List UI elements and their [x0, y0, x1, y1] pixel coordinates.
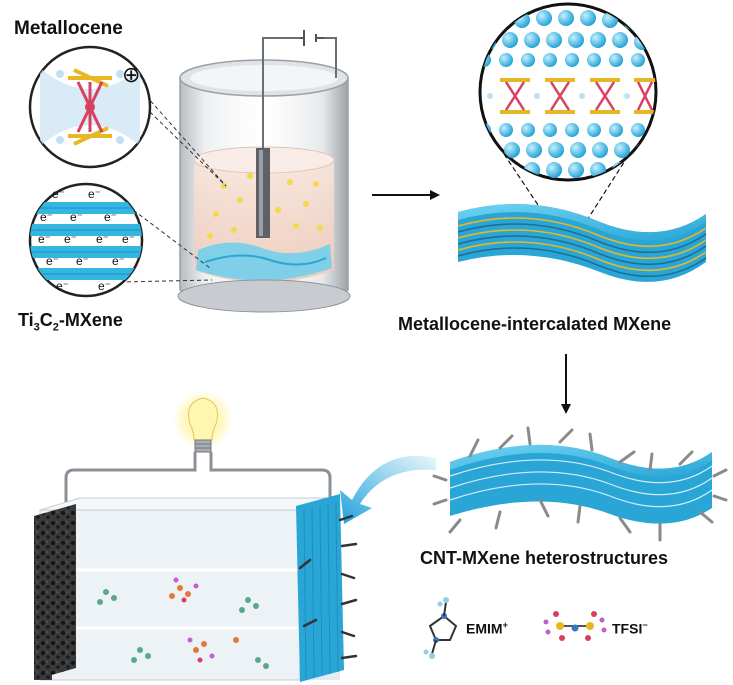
- metallocene-zoom: ⊕: [28, 45, 152, 169]
- tfsi-molecule-icon: [543, 611, 607, 641]
- electron-label: e⁻: [112, 254, 125, 268]
- emim-molecule-icon: [423, 597, 458, 659]
- carbon-nanotubes: [432, 426, 728, 542]
- mxene-zoom: e⁻ e⁻ e⁻ e⁻ e⁻ e⁻ e⁻ e⁻ e⁻ e⁻ e⁻ e⁻ e⁻ e…: [28, 182, 144, 298]
- circuit-wire: [64, 452, 332, 520]
- metallocene-label: Metallocene: [14, 18, 123, 39]
- reaction-beaker: [177, 30, 351, 313]
- electron-label: e⁻: [56, 279, 69, 293]
- emim-label: EMIM+: [466, 620, 508, 637]
- electrolyte-ions: [97, 577, 269, 669]
- electron-label: e⁻: [38, 232, 51, 246]
- cnt-mxene-heterostructure: [432, 426, 728, 542]
- electron-label: e⁻: [52, 187, 65, 201]
- intercalated-mxene-stack: [457, 204, 707, 282]
- electron-label: e⁻: [64, 232, 77, 246]
- curved-transfer-arrow: [340, 455, 436, 524]
- electron-label: e⁻: [46, 254, 59, 268]
- electron-label: e⁻: [88, 187, 101, 201]
- light-bulb-icon: [173, 390, 233, 453]
- electron-label: e⁻: [76, 254, 89, 268]
- electron-label: e⁻: [122, 232, 135, 246]
- process-arrow-down: [561, 354, 571, 414]
- intercalated-mxene-label: Metallocene-intercalated MXene: [398, 314, 672, 334]
- tfsi-label: TFSI−: [612, 620, 648, 637]
- metallocene-layer: [487, 78, 656, 114]
- intercalated-zoom: [478, 2, 658, 182]
- electron-label: e⁻: [70, 210, 83, 224]
- ti3c2-mxene-label: Ti3C2-MXene: [18, 310, 123, 334]
- power-source-icon: [300, 30, 324, 46]
- process-arrow-right: [372, 190, 440, 200]
- positive-charge-icon: ⊕: [122, 62, 140, 87]
- electron-label: e⁻: [98, 279, 111, 293]
- cnt-mxene-electrode: [296, 494, 358, 682]
- metallocene-dots: [207, 173, 323, 239]
- electron-label: e⁻: [104, 210, 117, 224]
- heterostructure-label: CNT-MXene heterostructures: [420, 548, 669, 568]
- porous-carbon-electrode: [34, 504, 76, 680]
- electron-label: e⁻: [96, 232, 109, 246]
- electron-label: e⁻: [40, 210, 53, 224]
- supercapacitor-cell: [34, 494, 358, 682]
